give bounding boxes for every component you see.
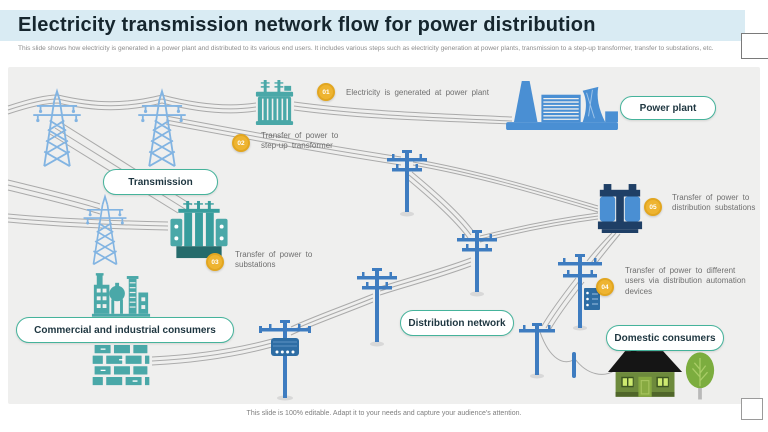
transmission-tower-icon (83, 193, 127, 266)
step-badge-03: 03 (206, 253, 224, 271)
text-placeholder-bottom[interactable] (741, 398, 763, 420)
label-domestic-consumers: Domestic consumers (606, 325, 724, 351)
transmission-tower-icon (138, 88, 186, 167)
utility-pole-icon (357, 268, 397, 347)
step-text-03: Transfer of power to substations (235, 250, 313, 270)
title-bar: Electricity transmission network flow fo… (0, 10, 745, 41)
label-power-plant: Power plant (620, 96, 716, 120)
distribution-transformer-icon (597, 184, 643, 233)
utility-pole-icon (387, 150, 427, 217)
transmission-tower-icon (33, 88, 81, 167)
step-number: 01 (322, 88, 330, 96)
step-badge-01: 01 (317, 83, 335, 101)
utility-pole-icon (519, 323, 555, 379)
step-number: 04 (601, 283, 609, 291)
brick-wall-icon (91, 343, 151, 387)
step-text-02: Transfer of power to step-up transformer (261, 131, 339, 151)
step-badge-04: 04 (596, 278, 614, 296)
tree-icon (685, 352, 715, 400)
step-text-04: Transfer of power to different users via… (625, 266, 746, 296)
house-icon (608, 348, 683, 397)
page-title: Electricity transmission network flow fo… (18, 14, 596, 36)
service-post-icon (572, 352, 576, 378)
footer-note: This slide is 100% editable. Adapt it to… (246, 410, 522, 417)
step-text-01: Electricity is generated at power plant (346, 88, 489, 97)
slide-description: This slide shows how electricity is gene… (18, 45, 714, 52)
factory-icon (91, 273, 151, 317)
label-text: Distribution network (408, 317, 506, 329)
text-placeholder-top[interactable] (741, 33, 768, 59)
step-number: 03 (211, 258, 219, 266)
label-text: Transmission (128, 176, 193, 188)
drum-transformer-pole-icon (259, 320, 311, 401)
substation-transformer-icon (170, 200, 228, 259)
step-up-transformer-icon (255, 80, 294, 125)
label-text: Commercial and industrial consumers (34, 324, 216, 336)
label-transmission: Transmission (103, 169, 218, 195)
step-number: 02 (237, 139, 245, 147)
step-badge-02: 02 (232, 134, 250, 152)
label-text: Domestic consumers (614, 332, 716, 344)
step-text-05: Transfer of power to distribution substa… (672, 193, 756, 213)
label-distribution-network: Distribution network (400, 310, 514, 336)
label-text: Power plant (639, 102, 697, 114)
utility-pole-icon (457, 230, 497, 297)
step-number: 05 (649, 203, 657, 211)
step-badge-05: 05 (644, 198, 662, 216)
power-plant-icon (506, 80, 618, 131)
label-commercial-industrial-consumers: Commercial and industrial consumers (16, 317, 234, 343)
